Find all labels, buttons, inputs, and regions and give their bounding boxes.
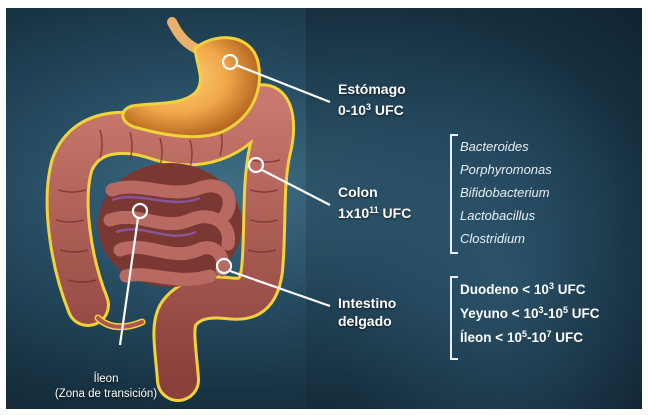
stomach-count: 0-103 UFC [338,98,406,119]
ileum-name: Íleon [36,372,176,387]
colon-bacteria-bracket [450,134,458,254]
segment-ileon: Íleon < 105-107 UFC [460,329,583,345]
stomach-name: Estómago [338,80,406,98]
small-intestine-label: Intestino delgado [338,294,396,330]
small-intestine-name-2: delgado [338,312,396,330]
small-intestine-name-1: Intestino [338,294,396,312]
colon-count: 1x1011 UFC [338,201,411,222]
ileum-subtitle: (Zona de transición) [36,387,176,402]
bacteria-item: Bacteroides [460,139,529,154]
colon-label: Colon 1x1011 UFC [338,183,411,222]
small-intestine [98,163,242,287]
esophagus [172,22,195,48]
colon-name: Colon [338,183,411,201]
bacteria-item: Porphyromonas [460,162,552,177]
stomach-label: Estómago 0-103 UFC [338,80,406,119]
segment-yeyuno: Yeyuno < 103-105 UFC [460,305,600,321]
bacteria-item: Clostridium [460,231,525,246]
bacteria-item: Lactobacillus [460,208,535,223]
segment-duodeno: Duodeno < 103 UFC [460,281,585,297]
segments-bracket [450,276,458,360]
bacteria-item: Bifidobacterium [460,185,550,200]
ileum-label: Íleon (Zona de transición) [36,372,176,402]
stomach [123,38,260,137]
